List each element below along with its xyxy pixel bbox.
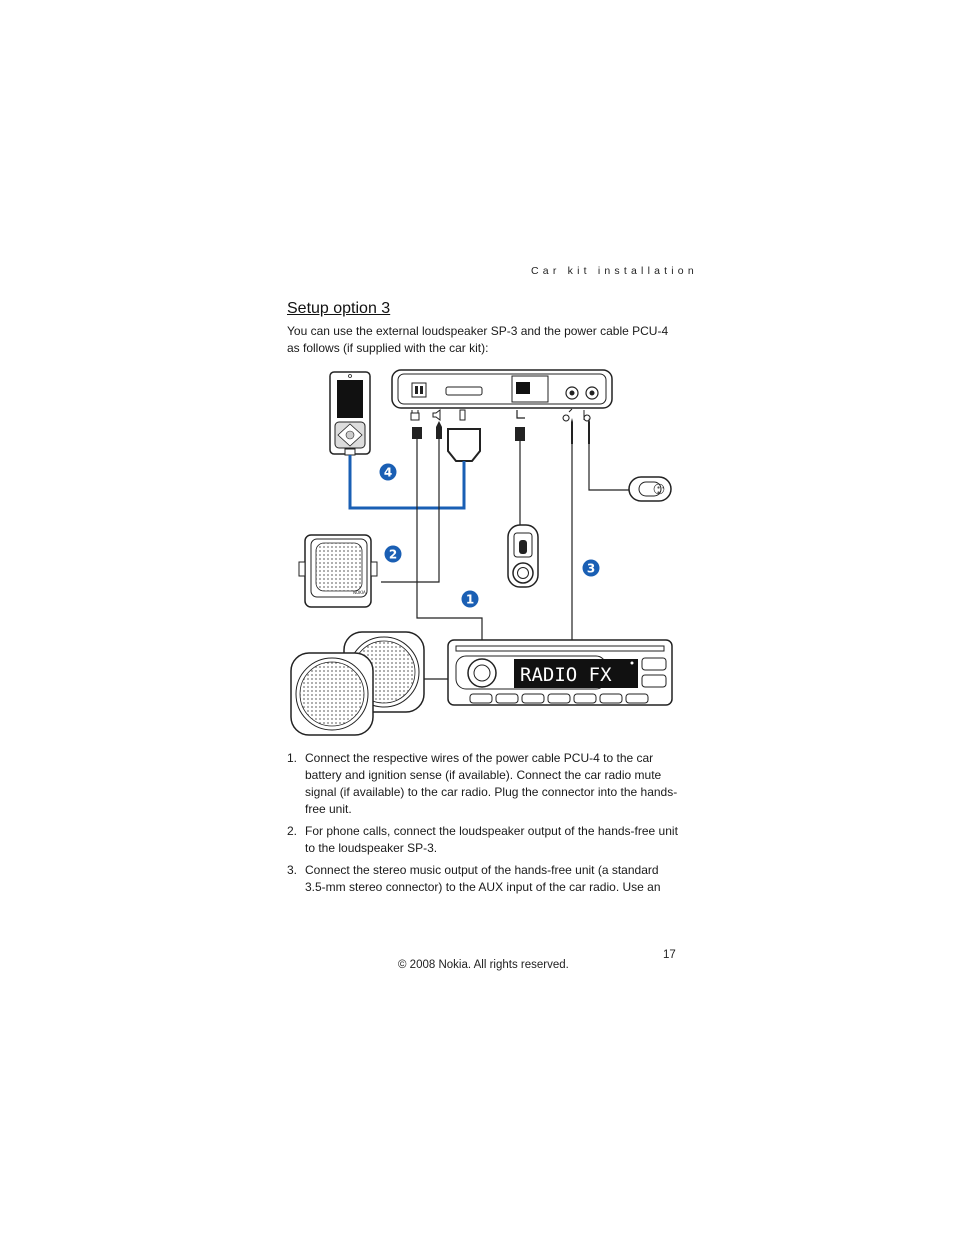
page-number: 17 — [663, 949, 676, 961]
loudspeaker-sp3: NOKIA — [298, 534, 378, 608]
step-item: 2. For phone calls, connect the loudspea… — [287, 823, 679, 857]
step-number: 2. — [287, 824, 298, 838]
step-text: For phone calls, connect the loudspeaker… — [305, 824, 678, 855]
step-number: 1. — [287, 751, 298, 765]
step-item: 1. Connect the respective wires of the p… — [287, 750, 679, 818]
svg-text:1: 1 — [466, 593, 474, 607]
phone-cable — [348, 455, 466, 510]
setup-diagram: NOKIA RADIO FX 4 2 — [290, 369, 673, 736]
hands-free-unit — [391, 369, 613, 422]
steps-list: 1. Connect the respective wires of the p… — [287, 750, 679, 901]
copyright: © 2008 Nokia. All rights reserved. — [398, 959, 569, 971]
speaker-brand: NOKIA — [353, 590, 366, 595]
step-text: Connect the respective wires of the powe… — [305, 751, 678, 816]
callout-4: 4 — [379, 463, 397, 481]
wiring — [381, 439, 632, 640]
radio-display-text: RADIO FX — [520, 664, 612, 686]
svg-text:3: 3 — [587, 562, 595, 576]
microphone — [628, 476, 672, 502]
step-number: 3. — [287, 863, 298, 877]
intro-paragraph: You can use the external loudspeaker SP-… — [287, 324, 669, 355]
remote-switch — [507, 524, 539, 588]
phone-device — [329, 371, 371, 456]
callout-1: 1 — [461, 590, 479, 608]
svg-text:4: 4 — [384, 466, 392, 480]
step-item: 3. Connect the stereo music output of th… — [287, 862, 679, 896]
step-text: Connect the stereo music output of the h… — [305, 863, 661, 894]
callout-3: 3 — [582, 559, 600, 577]
car-speakers — [290, 631, 425, 736]
running-header: Car kit installation — [531, 265, 698, 277]
car-radio: RADIO FX — [447, 639, 673, 706]
svg-text:2: 2 — [389, 548, 397, 562]
cable-connectors — [412, 418, 590, 462]
callout-2: 2 — [384, 545, 402, 563]
section-title: Setup option 3 — [287, 300, 391, 317]
